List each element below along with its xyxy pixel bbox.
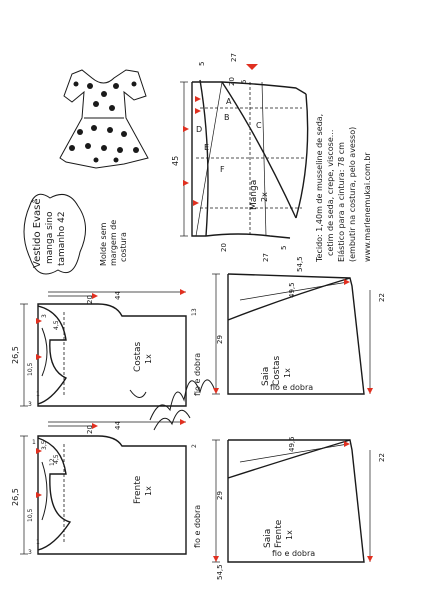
back-bodice-side: 13 xyxy=(191,308,198,316)
back-skirt-waist: 29 xyxy=(216,335,224,344)
front-skirt-hem: 49,5 xyxy=(288,436,296,452)
sleeve-pattern: A B C D E F Manga 2x 5 27 20 5 45 20 27 … xyxy=(171,53,309,262)
front-bodice-fold: fio e dobra xyxy=(193,505,202,548)
sleeve-dim-top-right: 27 xyxy=(230,53,238,62)
front-bodice-label: Frente xyxy=(133,475,143,504)
sleeve-dim-bottom-right: 27 xyxy=(262,253,270,262)
pattern-note: Molde sem margem de costura xyxy=(99,220,128,266)
front-bodice-w-top: 20 xyxy=(86,425,94,434)
back-bodice-fold: fio e dobra xyxy=(193,353,202,396)
pattern-note-line-2: margem de xyxy=(109,220,118,266)
fabric-notes: Tecido: 1,40m de musseline de seda, ceti… xyxy=(315,114,372,263)
front-skirt-label: Saia xyxy=(263,529,273,548)
front-bodice-side: 2 xyxy=(191,444,198,448)
sleeve-dim-top-left: 5 xyxy=(198,62,206,66)
front-bodice-d-12: 12 xyxy=(49,458,56,466)
sleeve-dim-bottom-left: 20 xyxy=(220,243,228,252)
sleeve-dim-bottom-5: 5 xyxy=(280,246,288,250)
fabric-line-4: (embutir na costura, pelo avesso) xyxy=(348,127,357,262)
back-skirt-length: 54,5 xyxy=(296,256,304,272)
sleeve-dim-right-top: 20 xyxy=(228,77,236,86)
title-line-1: Vestido Evasê xyxy=(31,199,43,269)
front-bodice-shoulder: 4,5 xyxy=(53,454,60,464)
front-skirt-waist: 29 xyxy=(216,491,224,500)
fabric-line-2: cetim de seda, crepe, viscose... xyxy=(326,130,335,256)
front-skirt-length: 54,5 xyxy=(216,564,224,580)
sleeve-label: Manga xyxy=(249,180,259,210)
sleeve-qty: 2x xyxy=(260,192,269,202)
back-skirt-qty: 1x xyxy=(283,368,292,378)
title-block: Vestido Evasê manga sino tamanho 42 xyxy=(23,193,86,275)
front-skirt-label-2: Frente xyxy=(274,519,284,548)
front-skirt-qty: 1x xyxy=(285,530,294,540)
back-bodice-shoulder: 4,5 xyxy=(53,320,60,330)
back-bodice-d-1: 1 xyxy=(36,391,40,398)
pattern-note-line-3: costura xyxy=(119,232,128,262)
back-bodice-w-top: 20 xyxy=(86,295,94,304)
website: www.marlenemukai.com.br xyxy=(363,152,372,262)
fabric-line-3: Elástico para a cintura: 78 cm xyxy=(337,142,346,262)
front-bodice-h-total: 26,5 xyxy=(11,488,20,506)
front-bodice-d-1b: 1 xyxy=(32,439,36,446)
pattern-note-line-1: Molde sem xyxy=(99,222,108,266)
back-bodice-neck-w: 10,5 xyxy=(27,362,34,376)
sleeve-point-f: F xyxy=(220,165,225,174)
fabric-line-1: Tecido: 1,40m de musseline de seda, xyxy=(315,114,324,263)
back-bodice-neck-h: 3 xyxy=(41,314,48,318)
front-bodice-d-3: 3 xyxy=(28,549,32,556)
sleeve-dim-left: 45 xyxy=(171,156,180,166)
back-bodice-d-3: 3 xyxy=(28,401,32,408)
back-skirt-hem: 49,5 xyxy=(288,282,296,298)
sleeve-point-a: A xyxy=(226,97,232,106)
sleeve-point-c: C xyxy=(256,121,262,130)
front-bodice-neck-w: 10,5 xyxy=(27,508,34,522)
sleeve-dim-right-mid: 5 xyxy=(240,80,248,84)
title-line-2: manga sino xyxy=(45,211,55,264)
sleeve-point-d: D xyxy=(196,125,202,134)
front-bodice-neck-h: 3,5 xyxy=(41,440,48,450)
back-skirt-label: Saia xyxy=(261,367,271,386)
back-bodice-qty: 1x xyxy=(144,354,153,364)
front-skirt-fold: fio e dobra xyxy=(272,549,315,558)
back-skirt-label-2: Costas xyxy=(272,355,282,386)
back-bodice-w-total: 44 xyxy=(114,291,122,300)
sleeve-point-e: E xyxy=(204,143,209,152)
back-bodice-pattern: 20 44 26,5 10,5 3 4,5 13 3 1 Costas 1x f… xyxy=(11,289,202,408)
dress-illustration xyxy=(59,69,149,169)
signature xyxy=(129,379,215,431)
front-skirt-side: 22 xyxy=(378,453,386,462)
front-bodice-w-total: 44 xyxy=(114,421,122,430)
back-skirt-fold: fio e dobra xyxy=(270,383,313,392)
sleeve-point-b: B xyxy=(224,113,230,122)
front-bodice-pattern: 20 44 26,5 10,5 3,5 4,5 2 12 3 1 1 Frent… xyxy=(11,419,202,556)
back-skirt-pattern: 54,5 29 49,5 22 Saia Costas 1x fio e dob… xyxy=(212,256,386,395)
front-bodice-qty: 1x xyxy=(144,486,153,496)
front-bodice-d-1: 1 xyxy=(36,539,40,546)
back-skirt-side: 22 xyxy=(378,293,386,302)
back-bodice-label: Costas xyxy=(133,341,143,372)
back-bodice-h-total: 26,5 xyxy=(11,346,20,364)
title-line-3: tamanho 42 xyxy=(57,211,67,266)
front-skirt-pattern: 54,5 29 49,5 22 Saia Frente 1x fio e dob… xyxy=(212,436,386,580)
